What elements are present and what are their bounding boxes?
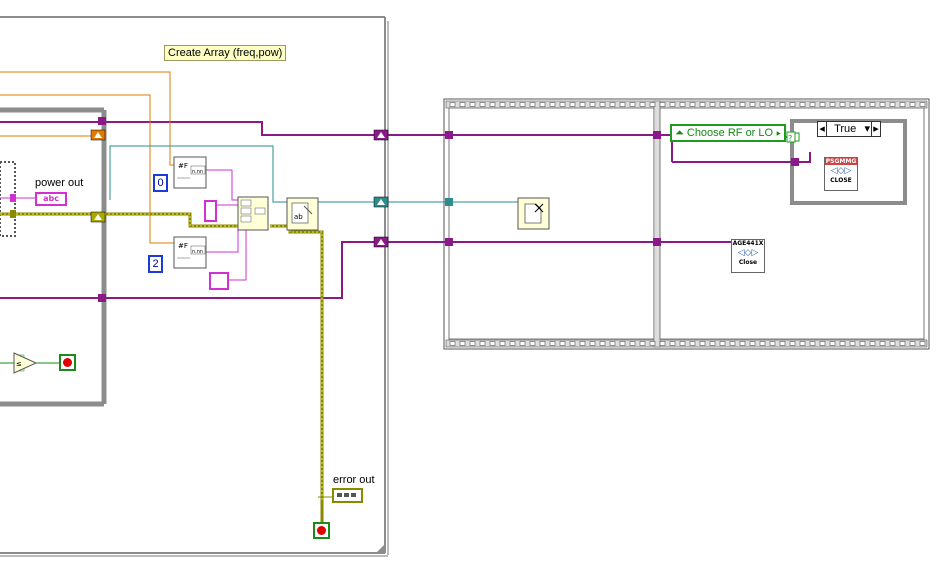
stop-terminal-2[interactable] xyxy=(313,522,330,539)
build-array-node[interactable] xyxy=(237,196,269,231)
not-equal-node[interactable]: ≤ xyxy=(13,352,38,374)
psg-close-chain-icon: ◁◇▷ xyxy=(830,166,852,176)
numeric-wires xyxy=(0,71,176,244)
index-constant-0[interactable]: 0 xyxy=(153,174,168,192)
case-dropdown-icon[interactable]: ▾ xyxy=(864,123,870,135)
outer-loop-frame[interactable] xyxy=(0,16,389,557)
string-constant[interactable] xyxy=(204,200,217,222)
inner-loop-frame[interactable] xyxy=(0,107,107,407)
svg-text:#F: #F xyxy=(178,162,188,170)
power-out-indicator[interactable]: abc xyxy=(35,192,67,206)
string-format-constant[interactable] xyxy=(209,272,229,290)
case-selector-value: True xyxy=(834,123,857,135)
psg-close-subvi[interactable]: PSGMMG ◁◇▷ CLOSE xyxy=(824,157,858,191)
error-wires xyxy=(0,212,333,524)
svg-text:n.nn: n.nn xyxy=(192,169,203,175)
case-selector[interactable]: ◂ True ▾ ▸ xyxy=(817,121,881,137)
create-array-comment: Create Array (freq,pow) xyxy=(164,45,287,61)
shift-registers[interactable] xyxy=(373,129,389,248)
age-close-chain-icon: ◁◇▷ xyxy=(737,248,759,258)
format-into-string-node-2[interactable]: #F n.nn xyxy=(173,236,207,269)
case-next-icon[interactable]: ▸ xyxy=(871,122,880,136)
age-close-bottom: Close xyxy=(738,259,758,266)
psg-close-bottom: CLOSE xyxy=(830,177,852,184)
case-prev-icon[interactable]: ◂ xyxy=(818,122,827,136)
path-wires xyxy=(109,145,518,203)
psg-close-top: PSGMMG xyxy=(825,158,857,165)
index-constant-2[interactable]: 2 xyxy=(148,255,163,273)
enum-up-icon: ⏶ xyxy=(675,127,684,139)
write-file-node[interactable]: ab xyxy=(286,197,319,231)
error-out-indicator[interactable] xyxy=(332,488,363,503)
enum-right-icon: ▸ xyxy=(776,127,782,139)
close-file-node[interactable] xyxy=(517,197,550,230)
inner-loop-tunnels[interactable] xyxy=(10,117,106,302)
svg-text:#F: #F xyxy=(178,242,188,250)
svg-text:n.nn: n.nn xyxy=(192,249,203,255)
refnum-wires xyxy=(0,121,811,299)
age-close-top: AGE441X xyxy=(732,240,764,247)
error-out-label: error out xyxy=(333,474,375,486)
case-selector-terminal[interactable]: ? xyxy=(786,131,796,143)
svg-text:ab: ab xyxy=(294,213,303,221)
age-close-subvi[interactable]: AGE441X ◁◇▷ Close xyxy=(731,239,765,273)
svg-text:?: ? xyxy=(788,134,792,143)
rf-or-lo-enum[interactable]: ⏶ Choose RF or LO ▸ xyxy=(670,124,787,142)
stop-terminal-1[interactable] xyxy=(59,354,76,371)
svg-text:≤: ≤ xyxy=(16,360,22,368)
format-into-string-node-1[interactable]: #F n.nn xyxy=(173,156,207,189)
enum-value-label: Choose RF or LO xyxy=(686,127,774,139)
power-out-label: power out xyxy=(35,177,84,189)
